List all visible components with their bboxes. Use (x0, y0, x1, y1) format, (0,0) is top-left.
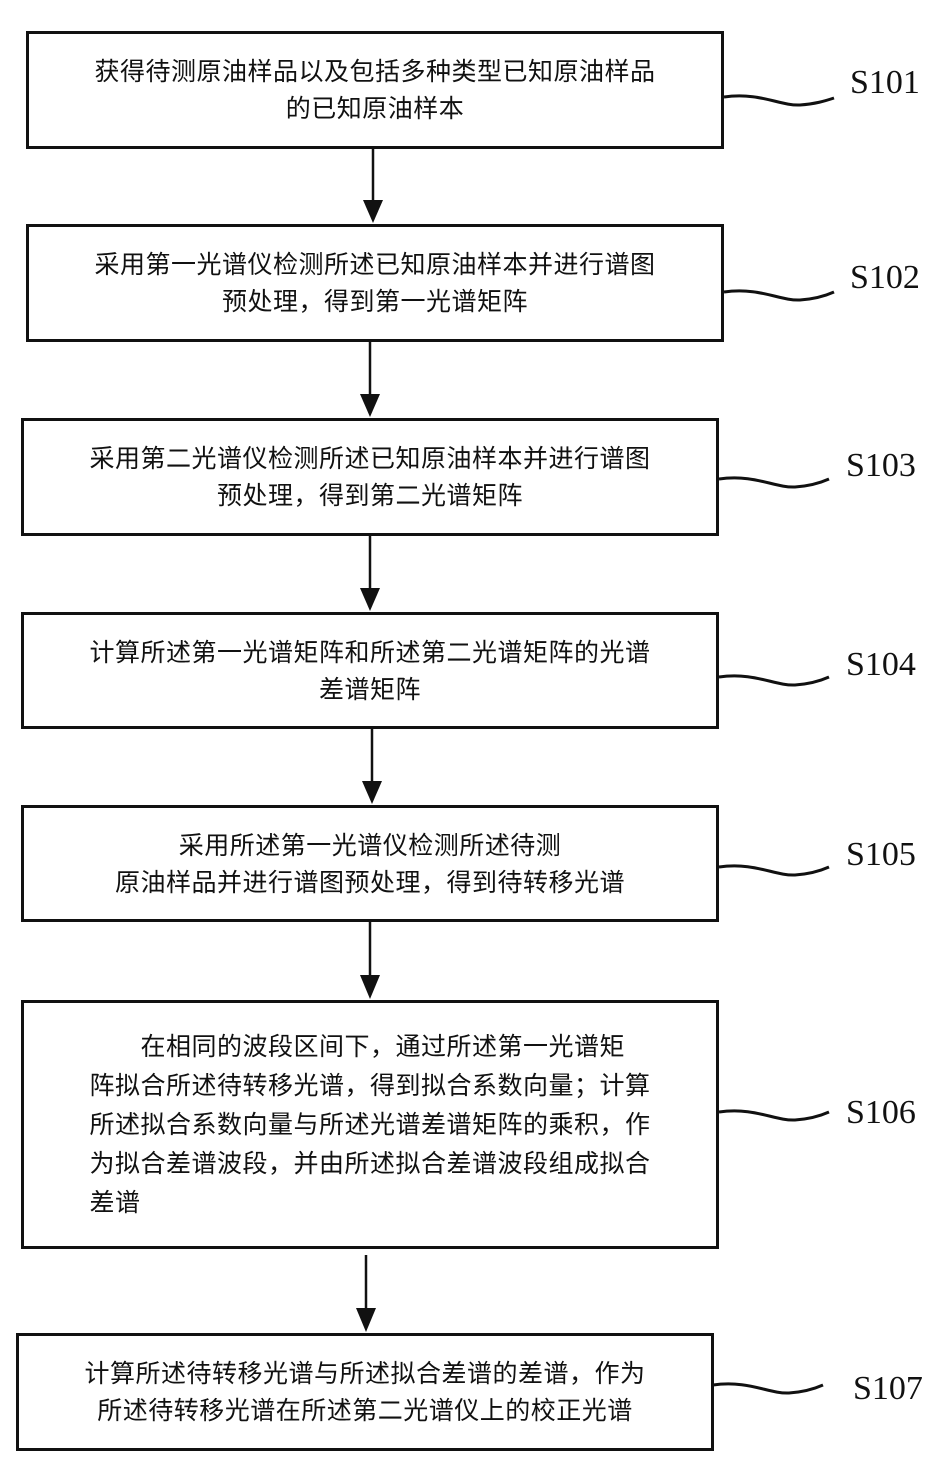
step-text-line: 计算所述第一光谱矩阵和所述第二光谱矩阵的光谱 (89, 637, 651, 667)
step-text-line: 计算所述待转移光谱与所述拟合差谱的差谱，作为 (84, 1359, 646, 1388)
step-text-line: 差谱 (89, 1188, 141, 1217)
step-text-line: 的已知原油样本 (285, 94, 465, 123)
arrow-s103-s104 (360, 536, 380, 611)
step-box-s102: 采用第一光谱仪检测所述已知原油样本并进行谱图 预处理，得到第一光谱矩阵 (26, 224, 724, 342)
step-box-s104: 计算所述第一光谱矩阵和所述第二光谱矩阵的光谱 差谱矩阵 (21, 612, 719, 729)
leader-wave-s106 (718, 1109, 830, 1122)
leader-wave-s104 (718, 674, 830, 687)
step-box-s105: 采用所述第一光谱仪检测所述待测 原油样品并进行谱图预处理，得到待转移光谱 (21, 805, 719, 922)
step-box-s107: 计算所述待转移光谱与所述拟合差谱的差谱，作为 所述待转移光谱在所述第二光谱仪上的… (16, 1333, 714, 1451)
arrow-s104-s105 (362, 729, 382, 804)
step-text-line: 预处理，得到第二光谱矩阵 (216, 481, 523, 510)
step-text-line: 差谱矩阵 (318, 674, 421, 704)
leader-wave-s103 (718, 476, 830, 489)
step-text-s102: 采用第一光谱仪检测所述已知原油样本并进行谱图 预处理，得到第一光谱矩阵 (94, 246, 655, 320)
step-box-s101: 获得待测原油样品以及包括多种类型已知原油样品 的已知原油样本 (26, 31, 724, 149)
arrowhead-icon (363, 200, 383, 223)
leader-wave-s105 (718, 864, 830, 877)
step-text-line: 在相同的波段区间下，通过所述第一光谱矩 (89, 1032, 625, 1061)
step-text-line: 预处理，得到第一光谱矩阵 (221, 287, 528, 316)
step-text-line: 采用第二光谱仪检测所述已知原油样本并进行谱图 (89, 444, 651, 473)
step-label-s104: S104 (846, 646, 916, 683)
step-label-s102: S102 (850, 259, 920, 296)
step-text-s107: 计算所述待转移光谱与所述拟合差谱的差谱，作为 所述待转移光谱在所述第二光谱仪上的… (84, 1355, 645, 1429)
step-label-s107: S107 (853, 1370, 923, 1407)
step-text-line: 采用所述第一光谱仪检测所述待测 (178, 830, 562, 860)
step-label-s103: S103 (846, 447, 916, 484)
arrowhead-icon (356, 1308, 376, 1332)
step-text-line: 阵拟合所述待转移光谱，得到拟合系数向量；计算 (89, 1071, 651, 1100)
arrow-s105-s106 (360, 922, 380, 999)
arrow-s102-s103 (360, 342, 380, 417)
step-box-s103: 采用第二光谱仪检测所述已知原油样本并进行谱图 预处理，得到第二光谱矩阵 (21, 418, 719, 536)
arrowhead-icon (362, 781, 382, 804)
leader-wave-s107 (712, 1382, 824, 1395)
arrowhead-icon (360, 975, 380, 999)
step-label-s101: S101 (850, 64, 920, 101)
step-text-line: 获得待测原油样品以及包括多种类型已知原油样品 (94, 57, 656, 86)
step-text-s106: 在相同的波段区间下，通过所述第一光谱矩 阵拟合所述待转移光谱，得到拟合系数向量；… (77, 1027, 662, 1222)
arrowhead-icon (360, 588, 380, 611)
step-text-s104: 计算所述第一光谱矩阵和所述第二光谱矩阵的光谱 差谱矩阵 (89, 634, 650, 708)
step-text-line: 采用第一光谱仪检测所述已知原油样本并进行谱图 (94, 250, 656, 279)
step-text-line: 原油样品并进行谱图预处理，得到待转移光谱 (114, 867, 625, 897)
step-text-s101: 获得待测原油样品以及包括多种类型已知原油样品 的已知原油样本 (94, 53, 655, 127)
step-label-s106: S106 (846, 1094, 916, 1131)
step-text-line: 所述拟合系数向量与所述光谱差谱矩阵的乘积，作 (89, 1110, 651, 1139)
step-box-s106: 在相同的波段区间下，通过所述第一光谱矩 阵拟合所述待转移光谱，得到拟合系数向量；… (21, 1000, 719, 1249)
step-text-line: 所述待转移光谱在所述第二光谱仪上的校正光谱 (97, 1396, 633, 1425)
step-text-s105: 采用所述第一光谱仪检测所述待测 原油样品并进行谱图预处理，得到待转移光谱 (115, 827, 625, 901)
step-text-line: 为拟合差谱波段，并由所述拟合差谱波段组成拟合 (89, 1149, 651, 1178)
leader-wave-s102 (723, 289, 835, 302)
arrow-s106-s107 (356, 1255, 376, 1332)
step-label-s105: S105 (846, 836, 916, 873)
leader-wave-s101 (723, 94, 835, 107)
arrowhead-icon (360, 394, 380, 417)
step-text-s103: 采用第二光谱仪检测所述已知原油样本并进行谱图 预处理，得到第二光谱矩阵 (89, 440, 650, 514)
arrow-s101-s102 (363, 149, 383, 223)
